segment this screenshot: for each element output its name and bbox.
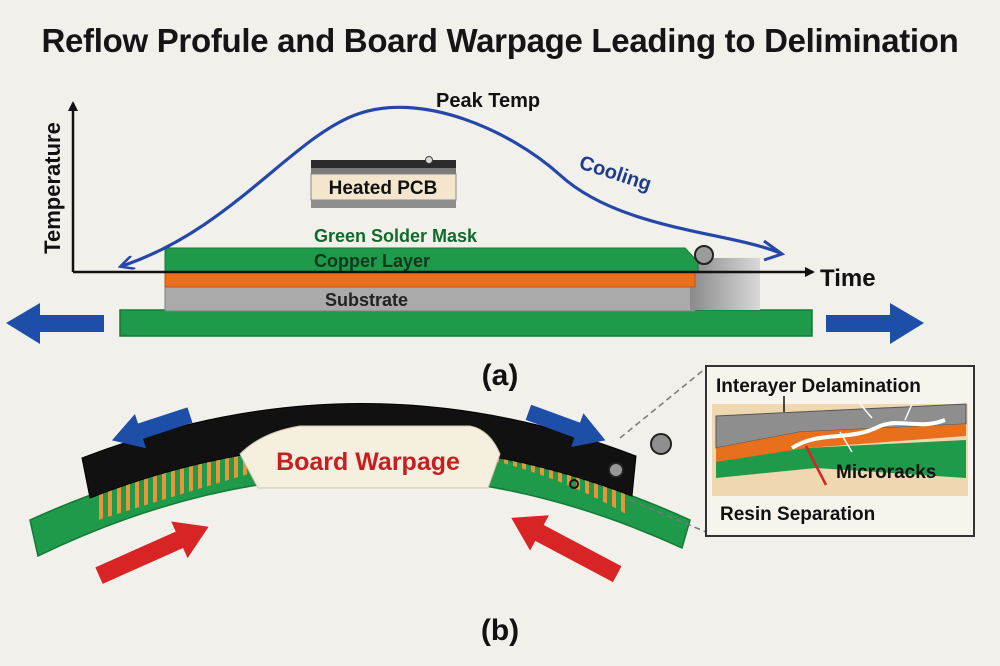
warpage-label-box: [239, 425, 501, 489]
void-mark: [569, 479, 579, 489]
substrate-layer: [164, 286, 696, 312]
solder-ball: [694, 245, 714, 265]
left-blue-arrow: [6, 303, 104, 344]
x-axis-label: Time: [820, 265, 876, 292]
inset-title: Interayer Delamination: [716, 376, 921, 397]
reflow-profile-curve: [122, 105, 781, 266]
copper-layer-label: Copper Layer: [314, 251, 430, 271]
red-arrow-bottom-left: [95, 521, 209, 584]
solder-mask-layer: [164, 247, 699, 273]
leader-line-bottom: [629, 499, 707, 533]
leader-line-top: [619, 367, 707, 439]
cooling-label: Cooling: [576, 152, 654, 196]
delamination-inset: Interayer Delamination Microracks Resin …: [705, 365, 975, 537]
resin-separation-label: Resin Separation: [720, 504, 875, 525]
heated-pcb: [310, 156, 457, 208]
heated-pcb-label: Heated PCB: [329, 178, 438, 199]
substrate-label: Substrate: [325, 290, 408, 310]
component-ball: [608, 462, 624, 478]
base-board: [119, 309, 813, 337]
callout-circle: [650, 433, 672, 455]
caption-b: (b): [481, 614, 519, 647]
peak-temp-label: Peak Temp: [436, 90, 540, 112]
blue-arrow-top-right: [525, 404, 606, 448]
solder-mask-label: Green Solder Mask: [314, 226, 478, 246]
panel-a: Temperature Time Peak Temp Cooling Heate…: [6, 90, 924, 392]
copper-layer: [164, 271, 696, 288]
edge-block: [690, 258, 760, 310]
page-title: Reflow Profule and Board Warpage Leading…: [41, 22, 959, 59]
right-blue-arrow: [826, 303, 924, 344]
caption-a: (a): [482, 359, 519, 392]
curve-end-arrow: [763, 239, 786, 262]
microcracks-label: Microracks: [836, 462, 936, 483]
panel-b: Board Warpage: [29, 365, 975, 647]
red-arrow-bottom-right: [511, 515, 622, 583]
warpage-label: Board Warpage: [276, 448, 460, 476]
y-axis-label: Temperature: [40, 122, 65, 254]
blue-arrow-top-left: [111, 407, 193, 449]
